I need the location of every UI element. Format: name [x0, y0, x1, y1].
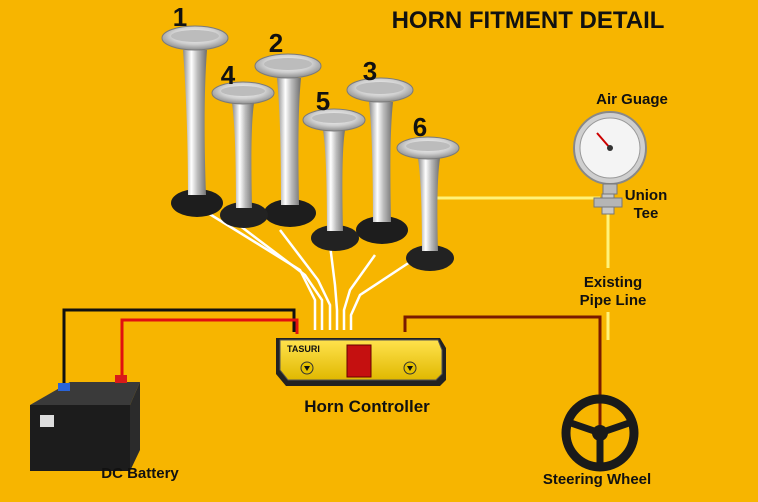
steering-wire [403, 315, 602, 428]
union-tee [593, 193, 623, 215]
horn-4 [211, 81, 275, 228]
diagram-title: HORN FITMENT DETAIL [392, 7, 665, 34]
existing-pipe-label-line2: Pipe Line [580, 292, 647, 309]
air-pipe-lines [430, 196, 610, 340]
horn-number-2: 2 [269, 28, 283, 58]
horn-6 [396, 136, 460, 271]
positive-wire [120, 318, 299, 379]
horn-number-1: 1 [173, 2, 187, 32]
dc-battery [30, 375, 140, 471]
horn-number-5: 5 [316, 86, 330, 116]
horn-assembly [161, 25, 460, 271]
air-gauge [573, 111, 647, 195]
union-tee-label-line1: Union [625, 187, 668, 204]
dc-battery-label: DC Battery [101, 465, 179, 482]
controller-brand: TASURI [287, 344, 320, 354]
horn-5 [302, 108, 366, 251]
horn-controller-label: Horn Controller [304, 397, 430, 416]
horn-wires [194, 203, 411, 330]
steering-wheel [561, 394, 639, 472]
horn-number-3: 3 [363, 56, 377, 86]
horn-number-4: 4 [221, 60, 236, 90]
negative-wire [62, 308, 296, 392]
horn-1 [161, 25, 229, 217]
union-tee-label-line2: Tee [634, 205, 659, 222]
horn-3 [346, 77, 414, 244]
horn-2 [254, 53, 322, 227]
horn-number-6: 6 [413, 112, 427, 142]
horn-controller: TASURI [276, 338, 446, 386]
existing-pipe-label-line1: Existing [584, 274, 642, 291]
steering-wheel-label: Steering Wheel [543, 471, 651, 488]
air-gauge-label: Air Guage [596, 91, 668, 108]
